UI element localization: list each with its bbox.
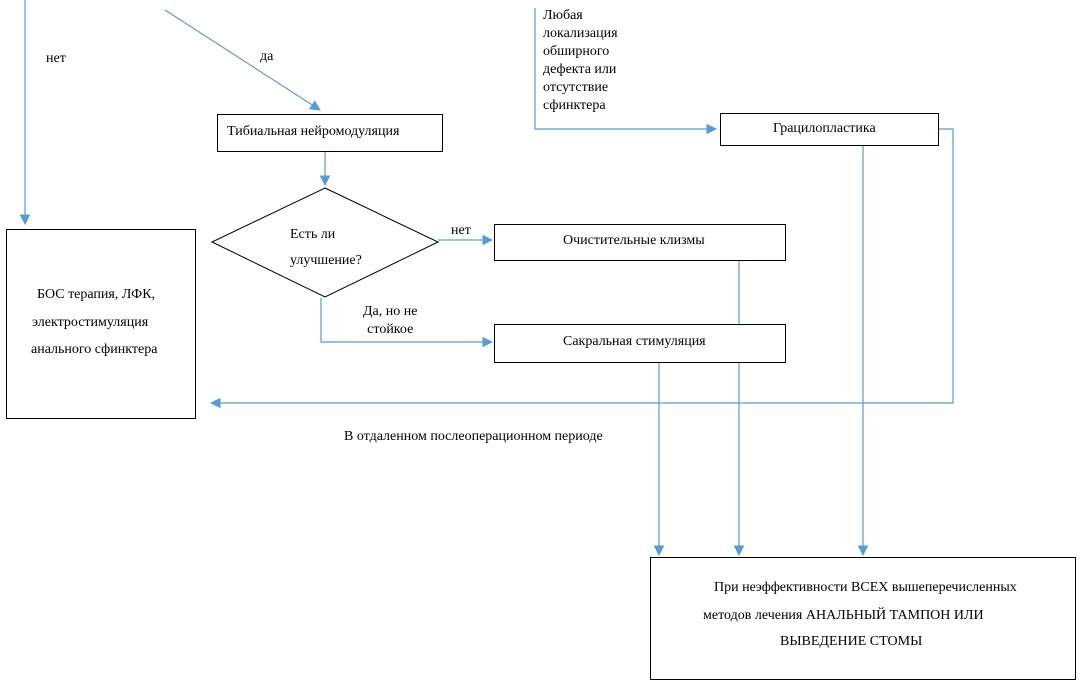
- node-tibial-neuromodulation: Тибиальная нейромодуляция: [217, 114, 443, 152]
- label-any-defect: Любая локализация обширного дефекта или …: [543, 8, 618, 113]
- node-final-line2: методов лечения АНАЛЬНЫЙ ТАМПОН ИЛИ: [703, 608, 984, 623]
- label-no-left: нет: [46, 51, 66, 66]
- decision-diamond: [210, 187, 440, 298]
- arrow-gracilo-to-bos: [209, 128, 954, 409]
- node-final-line1: При неэффективности ВСЕХ вышеперечисленн…: [714, 580, 1017, 595]
- node-graciloplasty: Грацилопластика: [720, 113, 939, 146]
- label-late-postop: В отдаленном послеоперационном периоде: [344, 429, 603, 444]
- label-no-right: нет: [451, 223, 471, 238]
- node-sacral-stimulation: Сакральная стимуляция: [494, 324, 786, 363]
- node-tibial-text: Тибиальная нейромодуляция: [227, 124, 400, 139]
- node-enemas-text: Очистительные клизмы: [563, 233, 705, 248]
- arrow-defect-to-gracilo: [534, 8, 718, 135]
- decision-text: Есть ли улучшение?: [290, 227, 362, 268]
- node-bos-line3: анального сфинктера: [31, 342, 158, 357]
- label-yes-top: да: [260, 49, 274, 64]
- arrow-yes-to-tibial: [164, 9, 321, 111]
- node-final-line3: ВЫВЕДЕНИЕ СТОМЫ: [780, 634, 923, 649]
- node-graciloplasty-text: Грацилопластика: [773, 121, 876, 136]
- node-bos-line2: электростимуляция: [32, 315, 149, 330]
- node-final-outcome: При неэффективности ВСЕХ вышеперечисленн…: [650, 557, 1076, 680]
- node-cleansing-enemas: Очистительные клизмы: [494, 224, 786, 261]
- node-sacral-text: Сакральная стимуляция: [563, 334, 706, 349]
- node-bos-therapy: БОС терапия, ЛФК, электростимуляция анал…: [6, 229, 196, 419]
- node-bos-line1: БОС терапия, ЛФК,: [37, 287, 156, 302]
- arrow-decision-to-sacral: [320, 298, 494, 348]
- label-yes-not-stable: Да, но не стойкое: [363, 304, 418, 337]
